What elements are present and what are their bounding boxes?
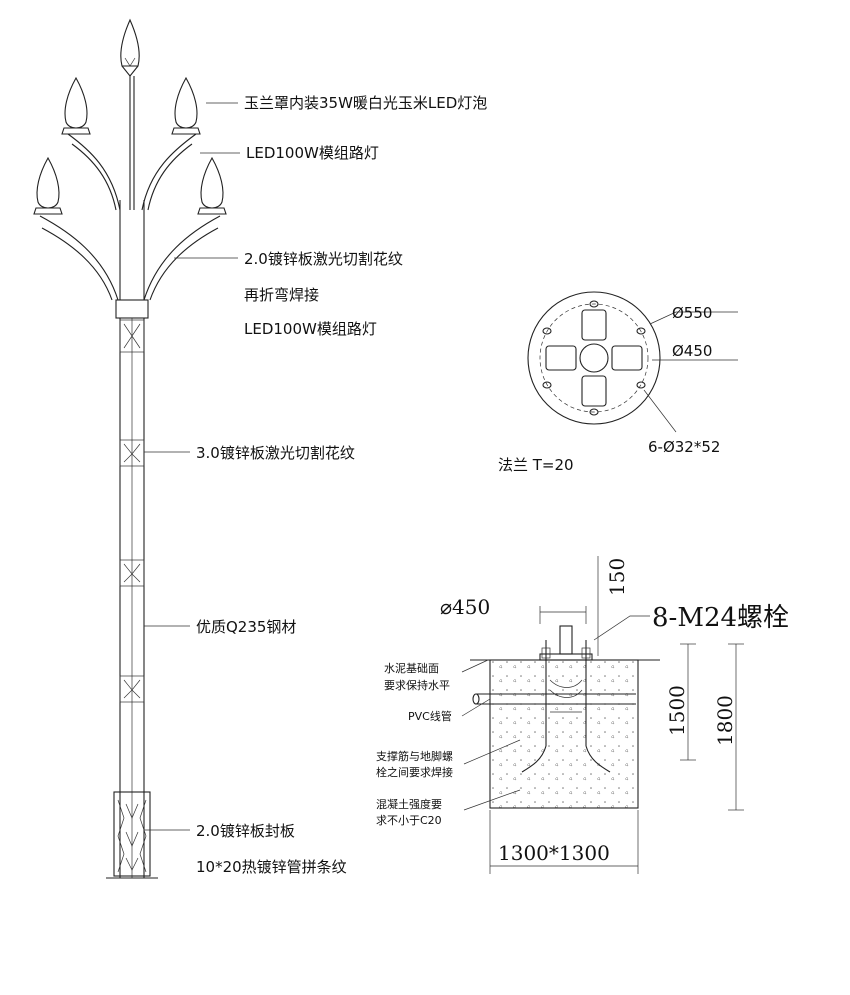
note-pvc: PVC线管 [408, 709, 452, 723]
bulb-upper-right [171, 77, 201, 135]
flange-outer-diameter: Ø550 [672, 304, 712, 322]
note-weld-2: 栓之间要求焊接 [376, 765, 453, 779]
concrete-block [489, 659, 639, 809]
flange-inner-diameter: Ø450 [672, 342, 712, 360]
flange-bolt-circle [539, 303, 649, 413]
top-bulb [120, 18, 140, 77]
note-concrete-2: 求不小于C20 [376, 814, 442, 827]
pole-collar [115, 299, 149, 319]
dim-foundation-size: 1300*1300 [498, 841, 610, 865]
flange-bolt-holes [542, 300, 646, 416]
flange-outer-circle [527, 291, 661, 425]
pvc-pipe [472, 693, 636, 705]
pattern-section-3 [119, 559, 145, 587]
anchor-bolts [521, 640, 611, 773]
flange-caption: 法兰 T=20 [498, 456, 574, 474]
label-tube-pattern: 10*20热镀锌管拼条纹 [196, 858, 347, 876]
pole-shaft [119, 318, 145, 878]
pole-elevation: 玉兰罩内装35W暖白光玉米LED灯泡 LED100W模组路灯 2.0镀锌板激光切… [33, 18, 487, 879]
pole-base [106, 791, 158, 879]
label-seal-plate: 2.0镀锌板封板 [196, 822, 295, 840]
note-surface-2: 要求保持水平 [384, 678, 450, 692]
label-bolts: 8-M24螺栓 [652, 603, 789, 633]
bulb-lower-right [197, 157, 227, 215]
note-surface-1: 水泥基础面 [384, 662, 439, 675]
bulb-lower-left [33, 157, 63, 215]
bulb-upper-left [61, 77, 91, 135]
dim-top-protrusion: 150 [605, 558, 629, 596]
pattern-section-2 [119, 439, 145, 467]
label-module-lamp-bottom: LED100W模组路灯 [244, 320, 377, 338]
dim-depth-1800: 1800 [713, 695, 737, 746]
label-laser-plate-2: 2.0镀锌板激光切割花纹 [244, 250, 403, 268]
note-weld-1: 支撑筋与地脚螺 [376, 749, 453, 763]
pole-leader-lines [144, 102, 240, 831]
label-steel: 优质Q235钢材 [196, 618, 296, 636]
flange-plan: Ø550 Ø450 6-Ø32*52 法兰 T=20 [498, 291, 738, 474]
label-magnolia-bulb: 玉兰罩内装35W暖白光玉米LED灯泡 [244, 94, 487, 112]
upper-arms [67, 133, 197, 211]
dim-depth-1500: 1500 [665, 685, 689, 736]
dim-bolt-circle: ⌀450 [440, 595, 490, 619]
label-laser-plate-3: 3.0镀锌板激光切割花纹 [196, 444, 355, 462]
note-concrete-1: 混凝土强度要 [376, 797, 442, 811]
flange-holes: 6-Ø32*52 [648, 438, 720, 456]
pattern-section-1 [119, 319, 145, 353]
lower-arms [39, 200, 221, 301]
flange-center-hole [579, 343, 609, 373]
label-rebend-weld: 再折弯焊接 [244, 286, 319, 304]
pattern-section-4 [119, 675, 145, 703]
label-module-lamp-top: LED100W模组路灯 [246, 144, 379, 162]
foundation-section: ⌀450 150 8-M24螺栓 1500 1800 1300*1300 水泥基… [376, 556, 789, 874]
